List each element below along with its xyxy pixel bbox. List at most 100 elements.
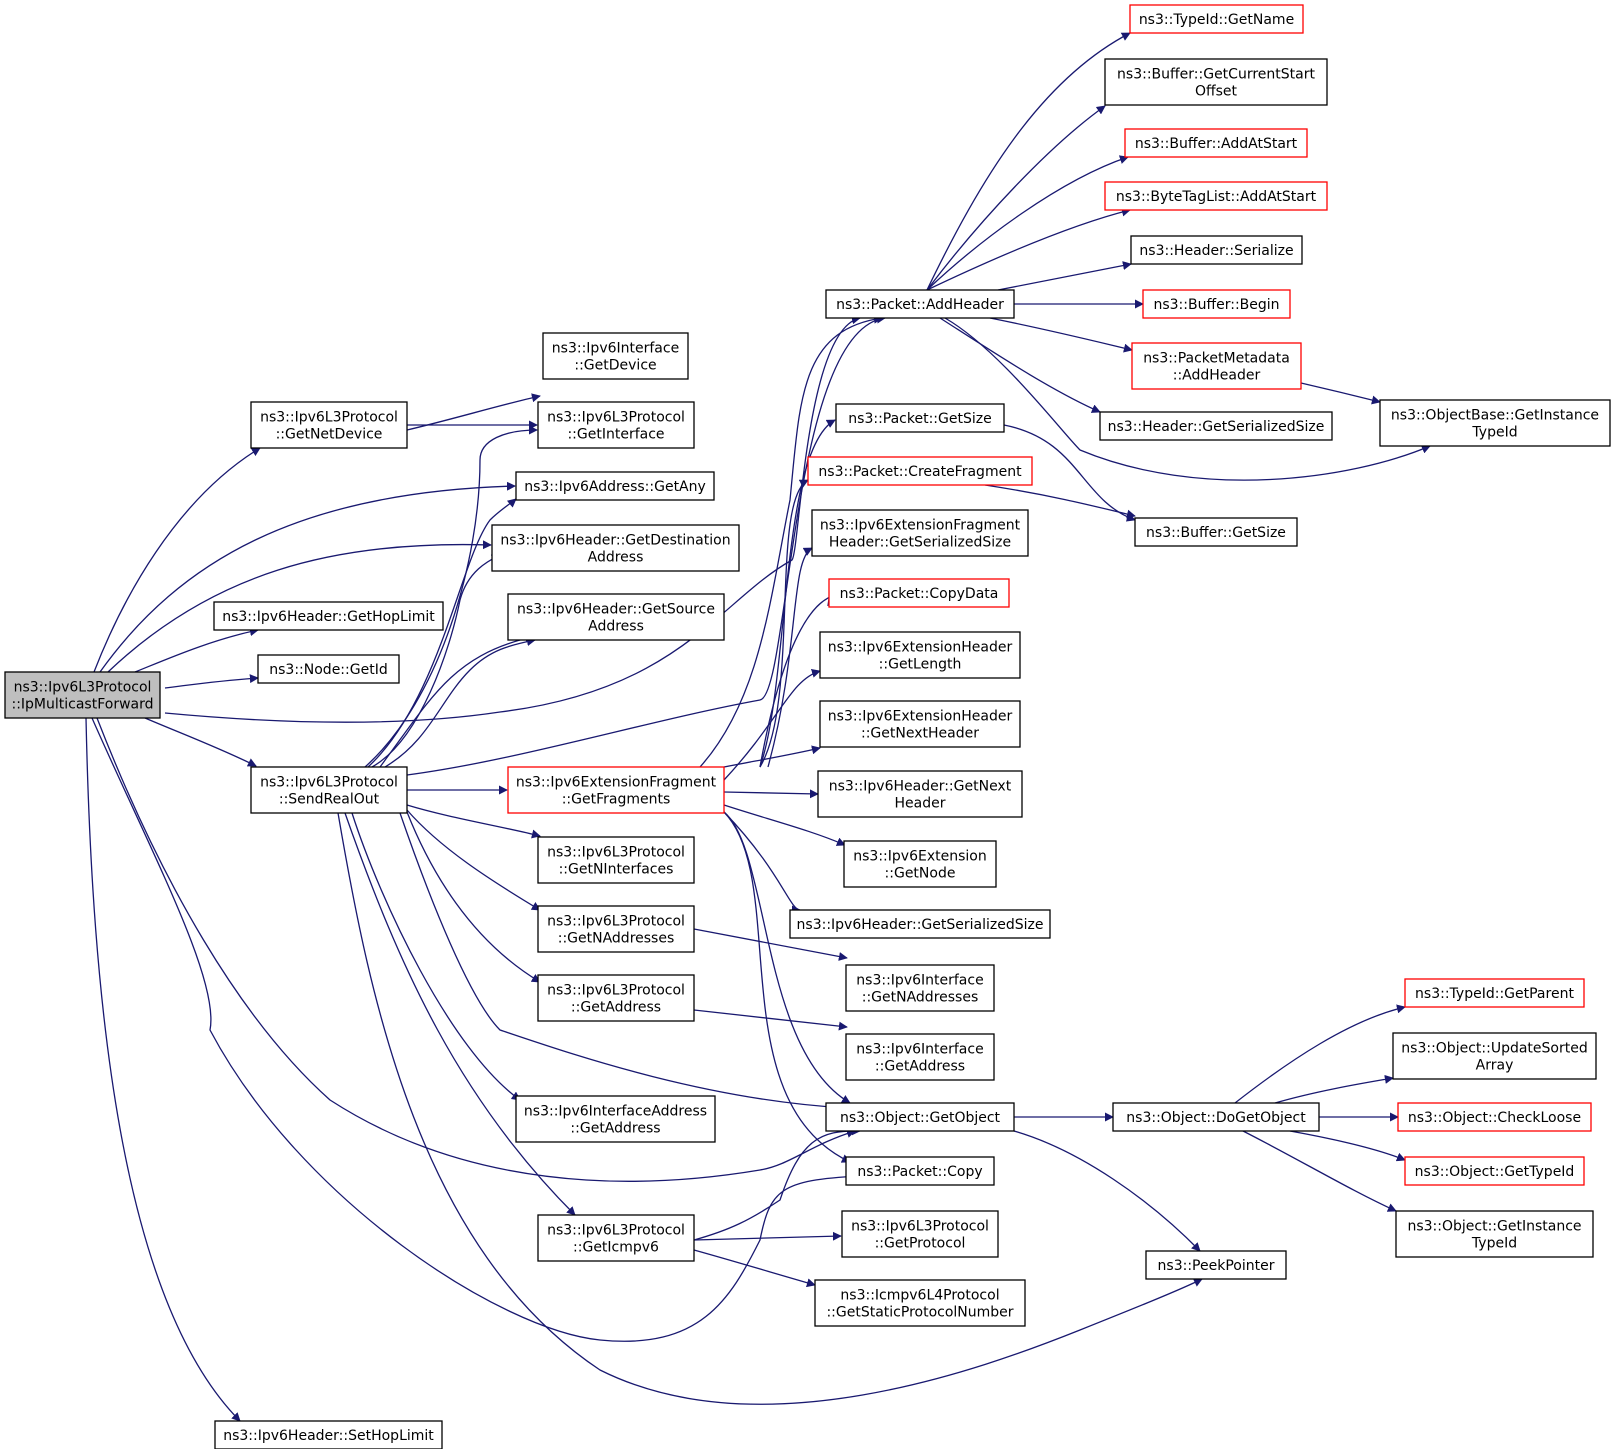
node-checkLoose[interactable]: ns3::Object::CheckLoose (1397, 1102, 1592, 1132)
call-edge (759, 479, 809, 768)
node-box (789, 909, 1051, 939)
node-ifGetNAddresses[interactable]: ns3::Ipv6Interface::GetNAddresses (845, 964, 995, 1012)
node-box (213, 601, 444, 631)
node-label: ns3::Ipv6Header::SetHopLimit (223, 1428, 434, 1444)
node-ifGetAddress[interactable]: ns3::Ipv6Interface::GetAddress (845, 1033, 995, 1081)
node-label: ns3::Header::GetSerializedSize (1108, 419, 1325, 435)
node-sendRealOut[interactable]: ns3::Ipv6L3Protocol::SendRealOut (250, 766, 408, 814)
node-createFragment[interactable]: ns3::Packet::CreateFragment (807, 456, 1033, 486)
node-l3GetNAddresses[interactable]: ns3::Ipv6L3Protocol::GetNAddresses (537, 905, 695, 953)
call-edge (99, 481, 516, 673)
node-objGetTypeId[interactable]: ns3::Object::GetTypeId (1404, 1156, 1585, 1186)
call-edge (1274, 1074, 1394, 1104)
call-edge (723, 669, 821, 781)
node-l3GetProtocol[interactable]: ns3::Ipv6L3Protocol::GetProtocol (841, 1210, 999, 1258)
node-label: ::GetStaticProtocolNumber (826, 1305, 1013, 1321)
node-bufAddAtStart[interactable]: ns3::Buffer::AddAtStart (1124, 128, 1308, 158)
node-typeIdGetName[interactable]: ns3::TypeId::GetName (1129, 4, 1304, 34)
node-addHeader[interactable]: ns3::Packet::AddHeader (825, 289, 1015, 319)
node-getIcmpv6[interactable]: ns3::Ipv6L3Protocol::GetIcmpv6 (537, 1214, 695, 1262)
call-edge (1289, 1130, 1406, 1162)
node-label: Offset (1195, 84, 1238, 100)
node-setHopLimit[interactable]: ns3::Ipv6Header::SetHopLimit (214, 1420, 443, 1449)
node-getAny[interactable]: ns3::Ipv6Address::GetAny (515, 471, 715, 501)
node-label: ns3::ByteTagList::AddAtStart (1116, 189, 1317, 205)
node-hdrGetNext[interactable]: ns3::Ipv6Header::GetNextHeader (817, 770, 1023, 818)
node-ifGetDevice[interactable]: ns3::Ipv6Interface::GetDevice (542, 332, 689, 380)
node-pktCopy[interactable]: ns3::Packet::Copy (845, 1156, 995, 1186)
node-l3GetAddress[interactable]: ns3::Ipv6L3Protocol::GetAddress (537, 974, 695, 1022)
node-box (828, 578, 1010, 608)
call-edge (693, 1249, 816, 1288)
node-label: ::GetInterface (567, 427, 664, 443)
node-label: ns3::Ipv6ExtensionHeader (828, 709, 1013, 725)
nodes-layer: ns3::Ipv6L3Protocol::IpMulticastForwardn… (4, 4, 1611, 1449)
call-edge (926, 155, 1129, 291)
node-l3GetInterface[interactable]: ns3::Ipv6L3Protocol::GetInterface (537, 401, 695, 449)
call-edge (723, 745, 821, 768)
node-box (515, 471, 715, 501)
node-hdrGetSerSize[interactable]: ns3::Header::GetSerializedSize (1099, 411, 1333, 441)
node-getNInterfaces[interactable]: ns3::Ipv6L3Protocol::GetNInterfaces (537, 836, 695, 884)
node-root[interactable]: ns3::Ipv6L3Protocol::IpMulticastForward (4, 671, 161, 719)
call-edge (406, 314, 886, 776)
node-icmpStaticNum[interactable]: ns3::Icmpv6L4Protocol::GetStaticProtocol… (814, 1279, 1026, 1327)
node-bufBegin[interactable]: ns3::Buffer::Begin (1142, 289, 1291, 319)
node-box (1112, 1102, 1320, 1132)
node-box (1404, 978, 1585, 1008)
call-edge (997, 261, 1132, 291)
call-edge (399, 812, 848, 1113)
node-pktGetSize[interactable]: ns3::Packet::GetSize (835, 403, 1005, 433)
node-label: ns3::Packet::AddHeader (836, 297, 1004, 313)
call-edge (134, 627, 259, 673)
node-peekPointer[interactable]: ns3::PeekPointer (1145, 1250, 1287, 1280)
node-getObject[interactable]: ns3::Object::GetObject (825, 1102, 1015, 1132)
node-getFragments[interactable]: ns3::Ipv6ExtensionFragment::GetFragments (507, 766, 725, 814)
node-doGetObject[interactable]: ns3::Object::DoGetObject (1112, 1102, 1320, 1132)
node-extFragSerSize[interactable]: ns3::Ipv6ExtensionFragmentHeader::GetSer… (811, 509, 1029, 557)
node-label: ::GetAddress (571, 1000, 661, 1016)
node-extHdrGetNext[interactable]: ns3::Ipv6ExtensionHeader::GetNextHeader (819, 700, 1021, 748)
call-edge (337, 812, 1203, 1405)
node-label: ns3::Object::DoGetObject (1126, 1110, 1306, 1126)
call-edge (693, 1126, 861, 1241)
node-label: ::GetNAddresses (862, 990, 979, 1006)
node-getHopLimit[interactable]: ns3::Ipv6Header::GetHopLimit (213, 601, 444, 631)
node-extGetNode[interactable]: ns3::Ipv6Extension::GetNode (843, 840, 997, 888)
node-extHdrGetLength[interactable]: ns3::Ipv6ExtensionHeader::GetLength (819, 631, 1021, 679)
node-getNetDevice[interactable]: ns3::Ipv6L3Protocol::GetNetDevice (250, 401, 408, 449)
call-edge (939, 317, 1101, 413)
node-label: ns3::Object::CheckLoose (1408, 1110, 1581, 1126)
call-edge (379, 634, 533, 768)
node-label: ::GetNAddresses (558, 931, 675, 947)
call-edge (944, 317, 1431, 481)
node-nodeGetId[interactable]: ns3::Node::GetId (257, 654, 400, 684)
call-edge (767, 547, 813, 768)
node-typeIdGetParent[interactable]: ns3::TypeId::GetParent (1404, 978, 1585, 1008)
node-label: Array (1476, 1058, 1514, 1074)
call-edge (85, 717, 241, 1422)
call-edge (406, 811, 541, 983)
node-hdrSerialize[interactable]: ns3::Header::Serialize (1130, 235, 1303, 265)
node-label: ns3::Ipv6L3Protocol (547, 914, 685, 930)
node-pmAddHeader[interactable]: ns3::PacketMetadata::AddHeader (1131, 342, 1302, 390)
node-label: ns3::Buffer::Begin (1153, 297, 1279, 313)
node-label: ::GetNetDevice (276, 427, 383, 443)
node-btlAddAtStart[interactable]: ns3::ByteTagList::AddAtStart (1104, 181, 1328, 211)
node-label: Address (588, 550, 644, 566)
node-bufGetSize[interactable]: ns3::Buffer::GetSize (1134, 517, 1298, 547)
call-edge (723, 811, 801, 915)
node-box (1134, 517, 1298, 547)
node-label: ns3::Ipv6L3Protocol (547, 845, 685, 861)
node-copyData[interactable]: ns3::Packet::CopyData (828, 578, 1010, 608)
node-box (1130, 235, 1303, 265)
node-hdrSerSize[interactable]: ns3::Ipv6Header::GetSerializedSize (789, 909, 1051, 939)
node-label: ns3::Ipv6Address::GetAny (524, 479, 706, 495)
node-ifAddrGetAddress[interactable]: ns3::Ipv6InterfaceAddress::GetAddress (515, 1095, 716, 1143)
